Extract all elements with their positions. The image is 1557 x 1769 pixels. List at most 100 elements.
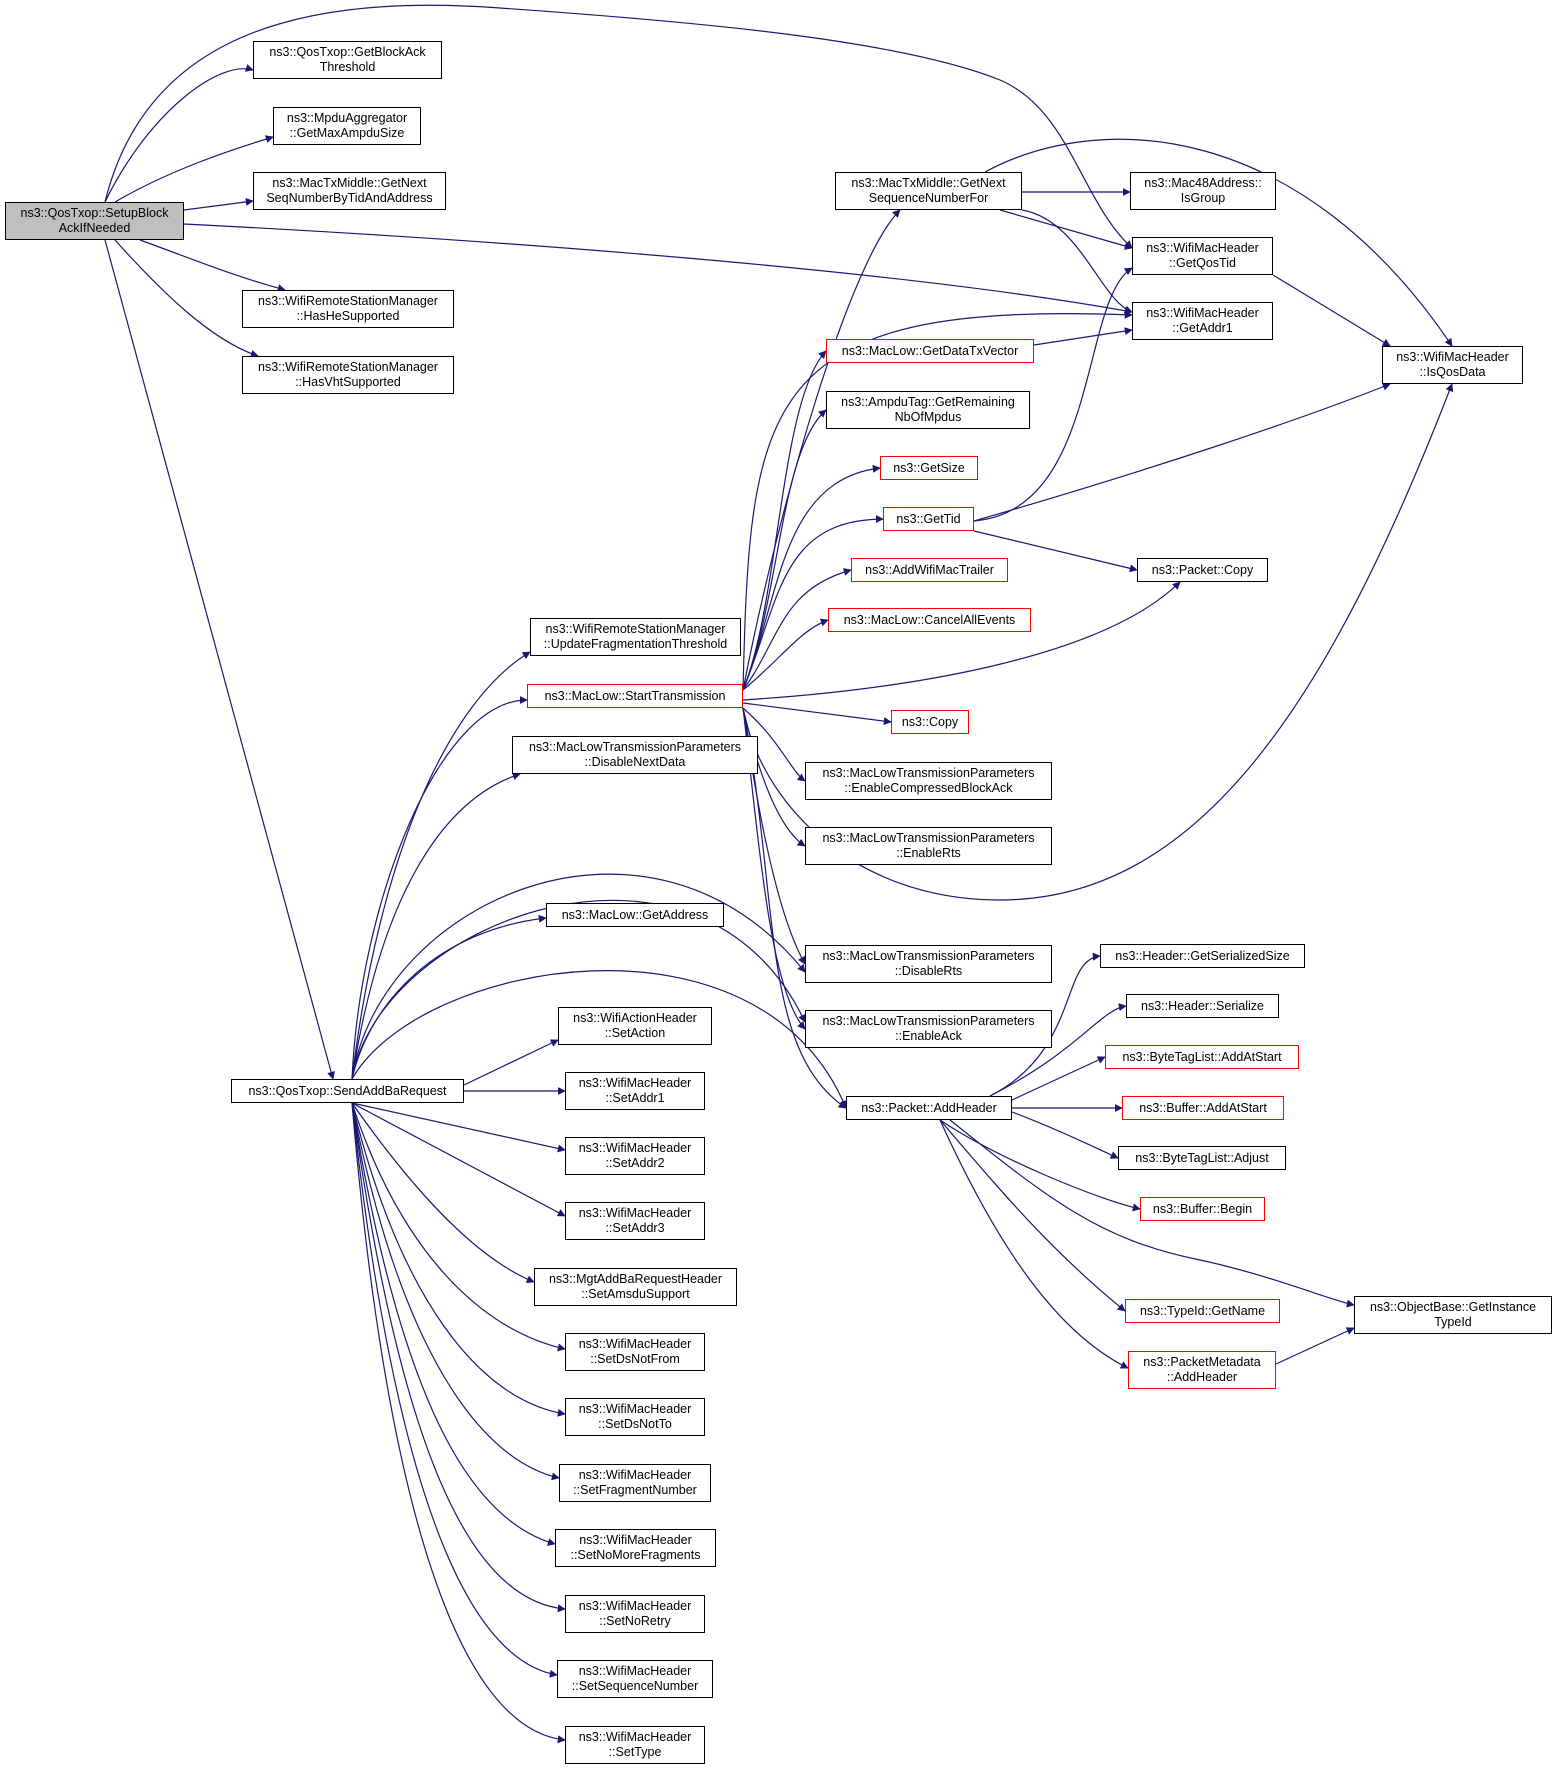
node-label: ns3::QosTxop::GetBlockAck [269,45,426,59]
node-getdatatxvector[interactable]: ns3::MacLow::GetDataTxVector [826,339,1034,363]
node-cancelallevents[interactable]: ns3::MacLow::CancelAllEvents [828,608,1031,632]
node-setaction[interactable]: ns3::WifiActionHeader ::SetAction [558,1007,712,1045]
call-edge [1272,274,1391,347]
node-getqostid[interactable]: ns3::WifiMacHeader ::GetQosTid [1132,237,1273,275]
node-getblockackthr[interactable]: ns3::QosTxop::GetBlockAck Threshold [253,41,442,79]
node-label: ns3::WifiMacHeader [578,1141,692,1155]
node-label: ns3::WifiMacHeader [578,1206,692,1220]
node-label: ::SetSequenceNumber [571,1679,699,1693]
node-disablerts[interactable]: ns3::MacLowTransmissionParameters ::Disa… [805,945,1052,983]
node-label: ns3::MacLow::StartTransmission [544,688,726,703]
node-setupblockack[interactable]: ns3::QosTxop::SetupBlock AckIfNeeded [5,202,184,240]
node-getsize[interactable]: ns3::GetSize [880,456,978,480]
node-copy[interactable]: ns3::Copy [891,710,969,734]
node-getnextseqfor[interactable]: ns3::MacTxMiddle::GetNext SequenceNumber… [835,172,1022,210]
call-edge [114,135,274,203]
node-addwifimactrailer[interactable]: ns3::AddWifiMacTrailer [851,558,1008,582]
call-edge [351,1102,560,1481]
node-sendaddbarequest[interactable]: ns3::QosTxop::SendAddBaRequest [231,1079,464,1103]
node-setnoretry[interactable]: ns3::WifiMacHeader ::SetNoRetry [565,1595,705,1633]
node-getserializedsize[interactable]: ns3::Header::GetSerializedSize [1100,944,1305,968]
node-label: AckIfNeeded [58,221,131,235]
node-setseqnum[interactable]: ns3::WifiMacHeader ::SetSequenceNumber [557,1660,713,1698]
node-serialize[interactable]: ns3::Header::Serialize [1126,994,1279,1018]
node-setaddr2[interactable]: ns3::WifiMacHeader ::SetAddr2 [565,1137,705,1175]
node-label: ::DisableRts [894,964,963,978]
node-enablecompressedba[interactable]: ns3::MacLowTransmissionParameters ::Enab… [805,762,1052,800]
call-edge [939,1119,1141,1212]
node-label: ::EnableRts [896,846,961,860]
node-enablerts[interactable]: ns3::MacLowTransmissionParameters ::Enab… [805,827,1052,865]
node-updatefragthr[interactable]: ns3::WifiRemoteStationManager ::UpdateFr… [530,618,741,656]
node-getmaxampdusize[interactable]: ns3::MpduAggregator ::GetMaxAmpduSize [273,107,421,145]
node-label: ::SetAction [604,1026,666,1040]
node-disablenextdata[interactable]: ns3::MacLowTransmissionParameters ::Disa… [512,736,758,774]
node-addheader[interactable]: ns3::Packet::AddHeader [846,1096,1012,1120]
node-label: ns3::ObjectBase::GetInstance [1369,1300,1537,1314]
node-label: ns3::Copy [901,714,959,729]
node-enableack[interactable]: ns3::MacLowTransmissionParameters ::Enab… [805,1010,1052,1048]
node-starttransmission[interactable]: ns3::MacLow::StartTransmission [527,684,743,708]
node-setdsnotto[interactable]: ns3::WifiMacHeader ::SetDsNotTo [565,1398,705,1436]
node-setaddr1[interactable]: ns3::WifiMacHeader ::SetAddr1 [565,1072,705,1110]
node-setamsdusupport[interactable]: ns3::MgtAddBaRequestHeader ::SetAmsduSup… [534,1268,737,1306]
call-edge [742,707,806,847]
node-setfragnum[interactable]: ns3::WifiMacHeader ::SetFragmentNumber [559,1464,711,1502]
node-label: ::HasHeSupported [296,309,400,323]
node-label: Threshold [319,60,376,74]
call-edge [351,1102,556,1546]
node-setaddr3[interactable]: ns3::WifiMacHeader ::SetAddr3 [565,1202,705,1240]
node-label: ns3::WifiMacHeader [1396,350,1509,364]
node-bufferaddatstart[interactable]: ns3::Buffer::AddAtStart [1122,1096,1284,1120]
node-adjust[interactable]: ns3::ByteTagList::Adjust [1118,1146,1286,1170]
node-label: ns3::GetTid [896,511,961,526]
call-edge [742,209,901,691]
node-setdsnotfrom[interactable]: ns3::WifiMacHeader ::SetDsNotFrom [565,1333,705,1371]
node-hasvhtsupported[interactable]: ns3::WifiRemoteStationManager ::HasVhtSu… [242,356,454,394]
node-gettid[interactable]: ns3::GetTid [883,507,974,531]
node-label: ns3::MacLow::CancelAllEvents [843,612,1016,627]
call-edge [1011,1056,1106,1101]
node-isgroup[interactable]: ns3::Mac48Address:: IsGroup [1130,172,1276,210]
node-label: ns3::WifiRemoteStationManager [545,622,726,636]
node-label: ns3::Buffer::Begin [1152,1201,1253,1216]
node-pmaddheader[interactable]: ns3::PacketMetadata ::AddHeader [1128,1351,1276,1389]
node-getremainingnbofmpdus[interactable]: ns3::AmpduTag::GetRemaining NbOfMpdus [826,391,1030,429]
call-edge [1011,1111,1119,1159]
node-label: TypeId [1434,1315,1472,1329]
node-label: ::GetMaxAmpduSize [289,126,405,140]
node-isqosdata[interactable]: ns3::WifiMacHeader ::IsQosData [1382,346,1523,384]
call-edge [742,464,881,691]
node-label: ns3::Header::GetSerializedSize [1115,948,1290,963]
node-getnextseqbytid[interactable]: ns3::MacTxMiddle::GetNext SeqNumberByTid… [253,172,446,210]
node-settype[interactable]: ns3::WifiMacHeader ::SetType [565,1726,705,1764]
node-label: ::SetDsNotTo [598,1417,672,1431]
node-setnomorefrag[interactable]: ns3::WifiMacHeader ::SetNoMoreFragments [555,1529,716,1567]
node-getname[interactable]: ns3::TypeId::GetName [1125,1299,1280,1323]
node-label: ns3::GetSize [893,460,965,475]
node-label: ns3::WifiMacHeader [579,1533,692,1547]
node-label: ::DisableNextData [584,755,686,769]
node-bytetaglistaddatstart[interactable]: ns3::ByteTagList::AddAtStart [1105,1045,1299,1069]
node-getinstancetypeid[interactable]: ns3::ObjectBase::GetInstance TypeId [1354,1296,1552,1334]
node-label: ns3::WifiMacHeader [1146,306,1259,320]
node-label: ns3::ByteTagList::Adjust [1135,1150,1269,1165]
call-edge [742,383,1454,901]
node-label: ::UpdateFragmentationThreshold [543,637,728,651]
call-edge [742,310,1133,691]
call-edge [351,970,847,1109]
node-getaddr1[interactable]: ns3::WifiMacHeader ::GetAddr1 [1132,302,1273,340]
node-getaddress[interactable]: ns3::MacLow::GetAddress [546,903,724,927]
node-label: ::IsQosData [1419,365,1486,379]
node-label: ns3::WifiMacHeader [578,1076,692,1090]
node-label: ns3::MacLowTransmissionParameters [528,740,742,754]
node-hashesupported[interactable]: ns3::WifiRemoteStationManager ::HasHeSup… [242,290,454,328]
node-packetcopy[interactable]: ns3::Packet::Copy [1137,558,1268,582]
node-label: ::AddHeader [1166,1370,1238,1384]
node-begin[interactable]: ns3::Buffer::Begin [1140,1197,1265,1221]
call-edge [742,702,892,726]
node-label: IsGroup [1180,191,1226,205]
node-label: ns3::QosTxop::SetupBlock [20,206,169,220]
call-edge [939,1119,1129,1369]
node-label: ns3::WifiMacHeader [578,1468,692,1482]
